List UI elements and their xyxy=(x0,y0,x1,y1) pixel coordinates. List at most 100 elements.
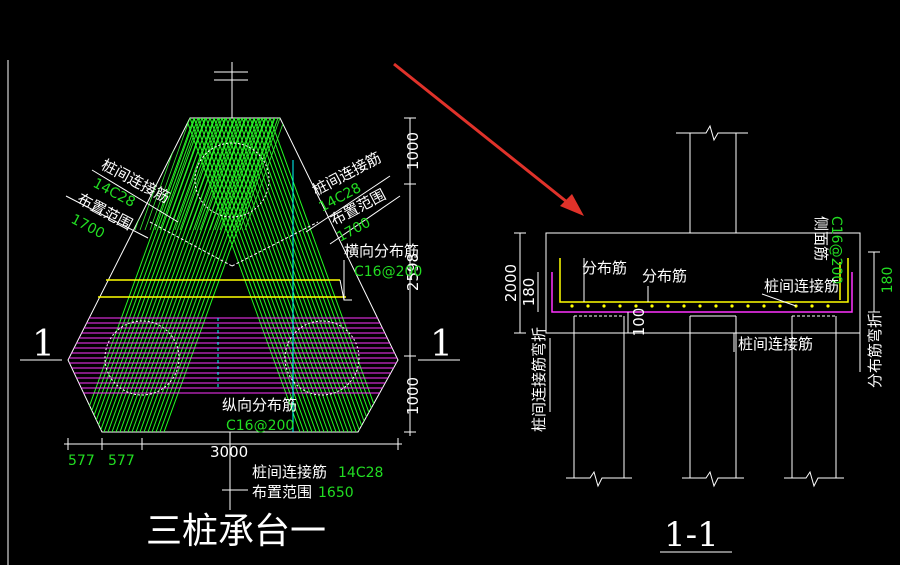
leader-tie-left xyxy=(91,169,179,223)
label-transverse-spec: C16@200 xyxy=(354,264,422,280)
hatch-line-c xyxy=(184,118,226,231)
rebar-dot xyxy=(714,304,718,308)
hatch-line-a xyxy=(213,118,329,432)
hatch-line-b xyxy=(131,118,247,432)
rebar-dot xyxy=(810,304,814,308)
hatch-line-a xyxy=(269,118,385,432)
hatch-line-b xyxy=(87,118,203,432)
pile-tie-bar-section xyxy=(551,272,853,313)
leader-tie-right xyxy=(305,175,391,233)
hatch-line-b xyxy=(103,118,219,432)
hatch-line-b xyxy=(123,118,239,432)
label-tie-bend: 桩间连接筋弯折 xyxy=(530,327,548,432)
hatch-line-b xyxy=(83,118,199,432)
label-tie-bottom: 桩间连接筋 xyxy=(738,335,813,353)
longitudinal-distribution-bars xyxy=(68,317,398,394)
tie-boundary-left xyxy=(149,221,233,267)
hatch-line-c xyxy=(204,118,246,231)
hatch-line-a xyxy=(253,118,369,432)
label-longitudinal-spec: C16@200 xyxy=(226,418,294,434)
hatch-line-c xyxy=(149,118,191,231)
hatch-line-b xyxy=(91,118,207,432)
dim-left-180: 180 xyxy=(520,278,538,307)
hatch-line-b xyxy=(111,118,227,432)
hatch-line-c xyxy=(164,118,206,231)
dim-top-text: 1000 xyxy=(404,132,422,170)
dim-mid-text: 2598 xyxy=(404,253,422,291)
rebar-dot xyxy=(602,304,606,308)
dim-left-2: 577 xyxy=(108,453,135,469)
rebar-dot xyxy=(762,304,766,308)
hatch-line-a xyxy=(233,118,349,432)
tie-bar-hatching xyxy=(79,118,385,432)
rebar-dot xyxy=(778,304,782,308)
hatch-line-b xyxy=(119,118,235,432)
hatch-line-b xyxy=(107,118,223,432)
hatch-line-c xyxy=(224,118,266,231)
hatch-line-b xyxy=(163,118,279,432)
label-dist1: 分布筋 xyxy=(582,259,627,277)
hatch-line-c xyxy=(179,118,221,231)
dim-right-180: 180 xyxy=(880,267,896,294)
hatch-line-a xyxy=(217,118,333,432)
title-right: 1-1 xyxy=(664,515,719,555)
rebar-dot xyxy=(682,304,686,308)
label-side: 侧面筋 xyxy=(812,216,830,261)
pile-left xyxy=(104,320,180,396)
section-mark-left: 1 xyxy=(32,324,55,365)
hatch-line-b xyxy=(159,118,275,432)
column-break xyxy=(676,124,748,142)
dim-bot-text: 1000 xyxy=(404,377,422,415)
hatch-line-a xyxy=(245,118,361,432)
dim-width: 3000 xyxy=(210,443,248,461)
hatch-line-c xyxy=(214,118,256,231)
rebar-dot xyxy=(650,304,654,308)
label-dist2: 分布筋 xyxy=(642,267,687,285)
hatch-line-b xyxy=(147,118,263,432)
hatch-line-a xyxy=(257,118,373,432)
label-side-spec: C16@200 xyxy=(828,216,844,284)
hatch-line-c xyxy=(194,118,236,231)
hatch-line-a xyxy=(205,118,321,432)
label-bottom-range-val: 1650 xyxy=(318,485,354,501)
hatch-line-a xyxy=(249,118,365,432)
rebar-dot xyxy=(618,304,622,308)
hatch-line-c xyxy=(159,118,201,231)
dim-left-1: 577 xyxy=(68,453,95,469)
label-transverse: 横向分布筋 xyxy=(344,242,419,260)
hatch-line-b xyxy=(143,118,259,432)
section-1-1: 2000 180 180 100 分布筋 分布筋 侧面筋 C16@200 桩间连… xyxy=(502,124,896,555)
pile-right xyxy=(284,320,360,396)
pile-top xyxy=(194,142,270,218)
section-mark-right: 1 xyxy=(430,324,453,365)
pile-cap-plan: 1000 2598 1000 577 577 3000 1 1 桩间连接筋 14… xyxy=(20,62,460,552)
rebar-dot xyxy=(746,304,750,308)
hatch-line-a xyxy=(261,118,377,432)
piles-section xyxy=(566,315,844,488)
hatch-line-a xyxy=(185,118,301,432)
hatch-line-c xyxy=(169,118,211,231)
rebar-dots xyxy=(570,304,830,308)
label-bottom-range: 布置范围 xyxy=(252,483,312,501)
hatch-line-b xyxy=(151,118,267,432)
hatch-line-c xyxy=(154,118,196,231)
hatch-line-c xyxy=(174,118,216,231)
hatch-line-b xyxy=(99,118,215,432)
hatch-line-a xyxy=(193,118,309,432)
leader-tie-top xyxy=(761,293,797,307)
label-tie-top: 桩间连接筋 xyxy=(764,277,839,295)
dim-height-text: 2000 xyxy=(502,264,520,302)
hatch-line-b xyxy=(139,118,255,432)
rebar-dot xyxy=(698,304,702,308)
hatch-line-a xyxy=(189,118,305,432)
hatch-line-c xyxy=(239,118,281,231)
rebar-dot xyxy=(730,304,734,308)
hatch-line-c xyxy=(219,118,261,231)
tie-boundary-right xyxy=(231,221,319,267)
leader-range-right xyxy=(329,195,401,245)
hatch-line-c xyxy=(209,118,251,231)
red-arrow-icon xyxy=(393,62,584,216)
hatch-line-a xyxy=(209,118,325,432)
label-bottom-tie-spec: 14C28 xyxy=(338,465,383,481)
